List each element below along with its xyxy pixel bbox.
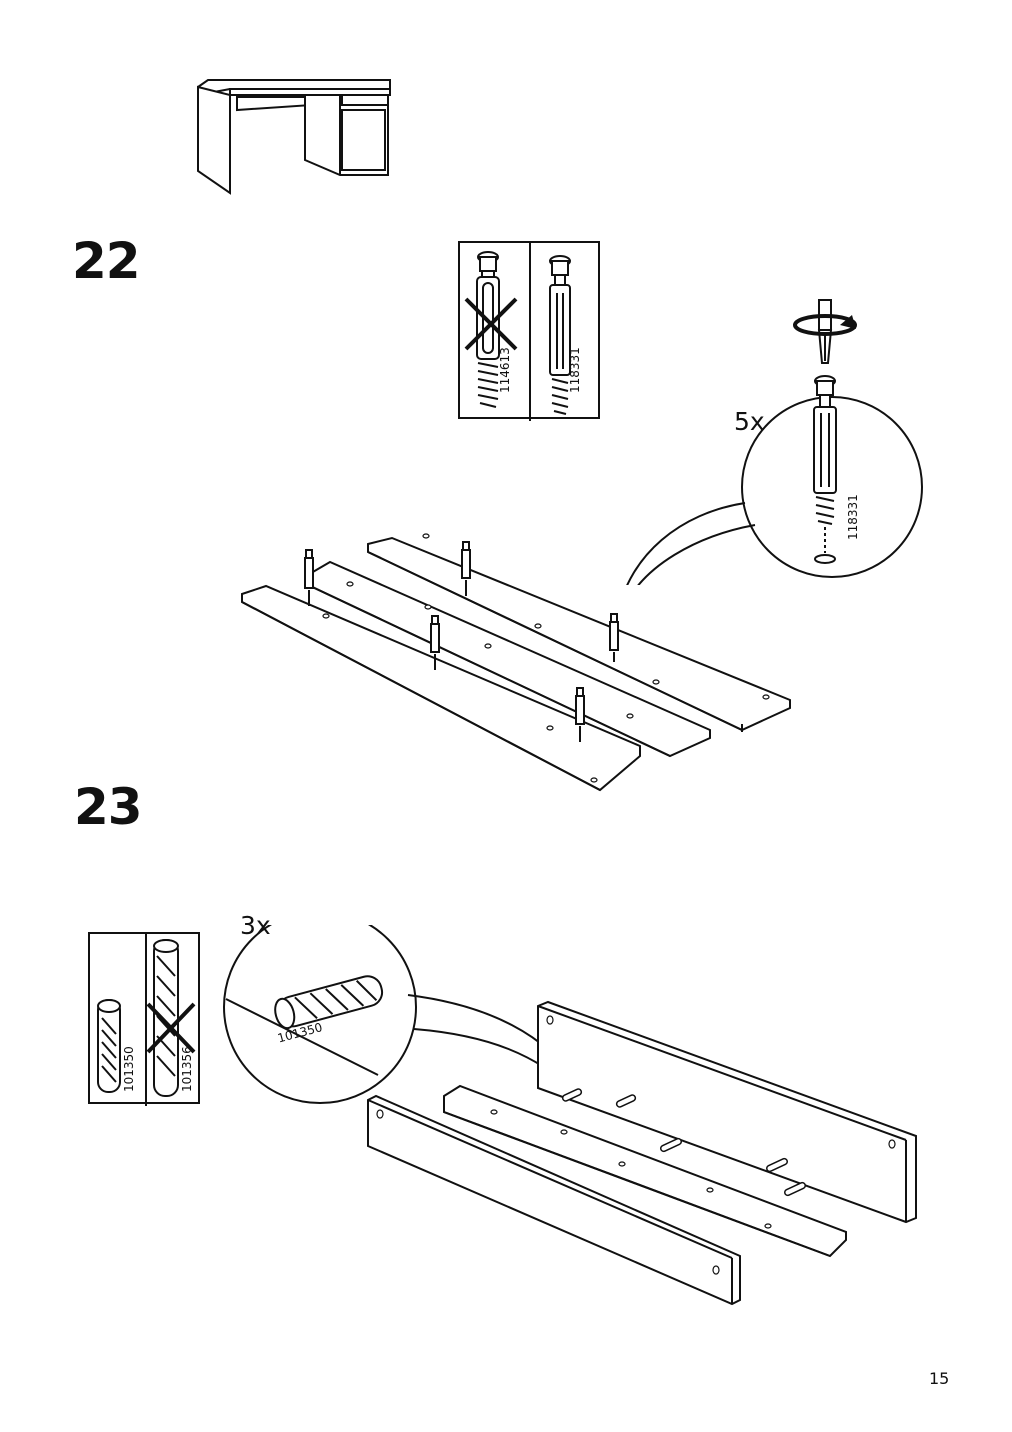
part-number-wrong: 114613: [498, 347, 512, 393]
dowel-number-wrong: 101356: [180, 1046, 194, 1092]
step-22-part-comparison: 114613 118331: [458, 241, 600, 421]
screwdriver-icon: [817, 299, 833, 364]
part-number-correct: 118331: [568, 347, 582, 393]
step-23-boards: [367, 1000, 917, 1306]
step-22-detail-view: [626, 299, 923, 585]
step-22-quantity: 5x: [734, 407, 765, 436]
step-22-number: 22: [72, 232, 141, 290]
step-23-number: 23: [74, 778, 143, 836]
detail-part-number-step-22: 118331: [846, 494, 860, 540]
step-23-dowel-drawings: [97, 934, 196, 1106]
rotation-arrow-icon: [793, 314, 857, 336]
wrong-mark-icon: [146, 1002, 196, 1054]
dowel-number-correct: 101350: [122, 1046, 136, 1092]
step-23-part-comparison: 101350 101356: [88, 932, 200, 1106]
desk-overview-illustration: [197, 79, 391, 195]
step-23-quantity: 3x: [240, 911, 271, 940]
step-23-detail-view: [223, 925, 579, 1104]
page-number: 15: [929, 1369, 950, 1388]
step-22-part-drawings: [464, 243, 571, 421]
wrong-mark-icon: [464, 297, 518, 351]
step-22-boards: [241, 533, 791, 792]
